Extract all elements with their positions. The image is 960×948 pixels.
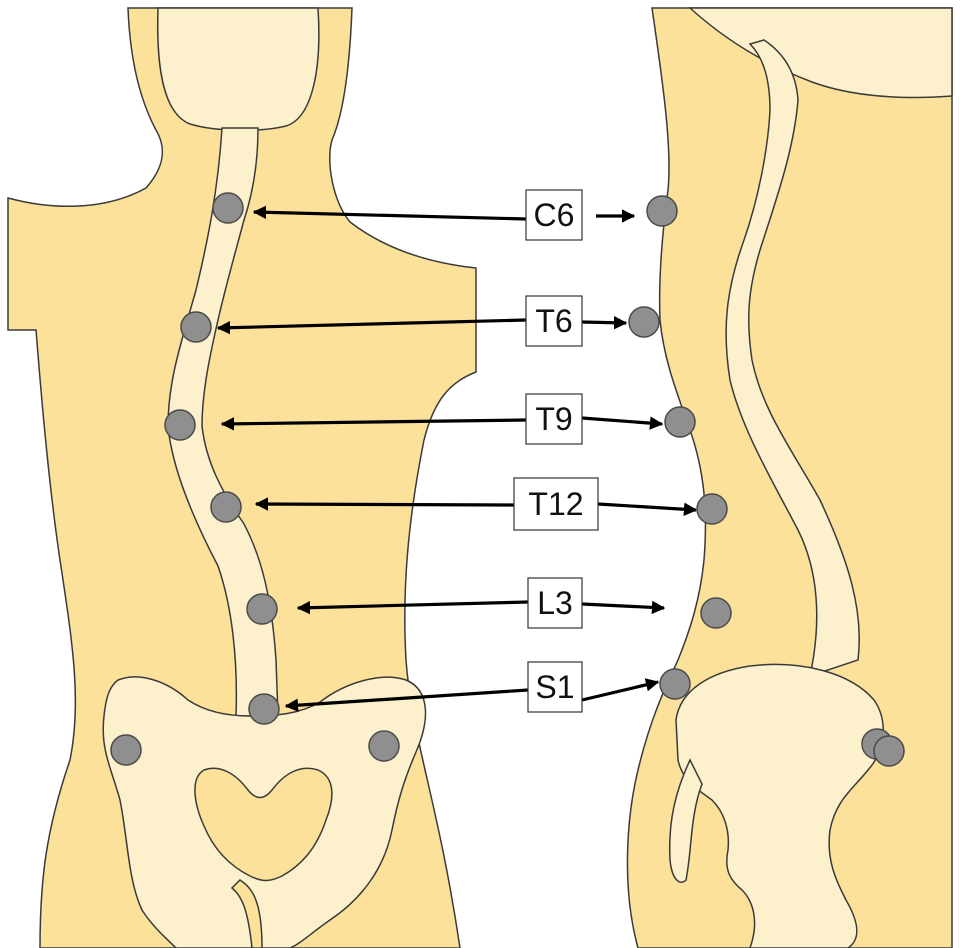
marker-back-s1 [249,694,279,724]
arrow-t9-side [582,418,662,424]
marker-back-t12 [211,492,241,522]
marker-back-t9 [165,410,195,440]
landmark-labels: C6 T6 T9 T12 L3 S1 [514,190,598,712]
marker-side-s1 [660,669,690,699]
marker-back-right-iliac [369,731,399,761]
side-view-figure [627,8,952,948]
label-t6-text: T6 [535,303,572,339]
marker-side-l3 [701,598,731,628]
marker-side-pelvis-2 [874,736,904,766]
back-view-figure [8,8,476,948]
label-c6: C6 [526,190,582,240]
label-t9: T9 [526,394,582,444]
marker-side-t12 [697,494,727,524]
marker-back-left-iliac [111,735,141,765]
arrow-s1-side [582,682,658,700]
label-l3-text: L3 [537,585,573,621]
marker-side-c6 [647,196,677,226]
label-s1-text: S1 [535,669,574,705]
marker-back-c6 [213,193,243,223]
label-t6: T6 [526,296,582,346]
marker-side-t6 [629,307,659,337]
label-l3: L3 [528,578,582,628]
label-c6-text: C6 [534,197,575,233]
label-s1: S1 [528,662,582,712]
back-skull-silhouette [158,8,319,130]
label-t12-text: T12 [528,486,583,522]
marker-side-t9 [665,407,695,437]
arrow-t6-side [582,322,626,323]
marker-back-t6 [181,312,211,342]
marker-back-l3 [247,594,277,624]
arrow-t12-back [256,504,514,505]
arrow-l3-side [582,604,664,608]
label-t9-text: T9 [535,401,572,437]
arrow-t12-side [598,504,696,510]
label-t12: T12 [514,478,598,530]
